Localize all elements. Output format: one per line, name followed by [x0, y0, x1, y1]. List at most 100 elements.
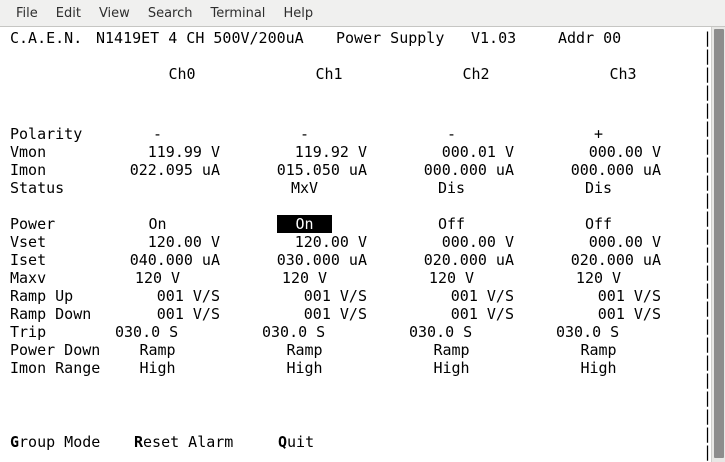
param-value[interactable]: - [446, 125, 457, 143]
menu-item-file[interactable]: File [16, 5, 38, 21]
param-label-imon: Imon [10, 161, 47, 179]
param-value[interactable]: 030.0 S [262, 323, 326, 341]
param-value[interactable]: Ramp [139, 341, 176, 359]
border-glyph: | [703, 353, 711, 371]
command-reset-alarm[interactable]: Reset Alarm [134, 433, 233, 451]
param-value[interactable]: 001 V/S [450, 287, 514, 305]
param-value[interactable]: 120 V [428, 269, 475, 287]
channel-header-ch1: Ch1 [315, 65, 343, 83]
param-value[interactable]: 020.000 uA [423, 251, 514, 269]
command-reset-alarm-label: eset Alarm [143, 433, 234, 451]
param-value[interactable]: 030.0 S [556, 323, 620, 341]
param-row: Trip 030.0 S 030.0 S 030.0 S 030.0 S [0, 323, 711, 341]
channel-header-ch2: Ch2 [462, 65, 490, 83]
param-value[interactable]: 120.00 V [294, 233, 367, 251]
param-value[interactable]: On [242, 215, 367, 233]
param-row: Vset 120.00 V 120.00 V 000.00 V 000.00 V [0, 233, 711, 251]
param-value[interactable]: 000.000 uA [570, 161, 661, 179]
device-header-row: C.A.E.N. N1419ET 4 CH 500V/200uA Power S… [0, 29, 711, 47]
param-value[interactable]: High [286, 359, 323, 377]
param-value[interactable]: Ramp [433, 341, 470, 359]
param-label-status: Status [10, 179, 65, 197]
param-value[interactable]: 120 V [575, 269, 622, 287]
param-value[interactable]: 120 V [281, 269, 328, 287]
border-glyph: | [703, 299, 711, 317]
border-glyph: | [703, 155, 711, 173]
border-glyph: | [703, 83, 711, 101]
command-quit-label: uit [287, 433, 315, 451]
menu-item-search[interactable]: Search [147, 5, 193, 21]
menu-item-edit[interactable]: Edit [55, 5, 81, 21]
param-value[interactable]: 001 V/S [597, 305, 661, 323]
param-value[interactable]: 040.000 uA [129, 251, 220, 269]
param-value[interactable]: On [148, 215, 167, 233]
param-value[interactable]: 030.000 uA [276, 251, 367, 269]
scrollbar-thumb[interactable] [714, 29, 724, 458]
param-value[interactable]: 015.050 uA [276, 161, 367, 179]
param-value[interactable]: 120 V [134, 269, 181, 287]
param-value[interactable]: Dis [437, 179, 466, 197]
border-glyph: | [703, 263, 711, 281]
param-label-power: Power [10, 215, 56, 233]
param-value[interactable]: 020.000 uA [570, 251, 661, 269]
param-value[interactable]: 001 V/S [450, 305, 514, 323]
param-value[interactable]: 000.00 V [588, 233, 661, 251]
param-label-vset: Vset [10, 233, 47, 251]
param-value[interactable]: 000.01 V [441, 143, 514, 161]
param-label-polarity: Polarity [10, 125, 83, 143]
param-value[interactable]: - [152, 125, 163, 143]
command-reset-alarm-hotkey: R [134, 433, 144, 451]
terminal-scrollbar[interactable] [711, 27, 725, 462]
border-glyph: | [703, 137, 711, 155]
header-device: Power Supply [336, 29, 445, 47]
param-label-ramp-down: Ramp Down [10, 305, 92, 323]
terminal-screen[interactable]: C.A.E.N. N1419ET 4 CH 500V/200uA Power S… [0, 27, 711, 462]
param-value[interactable]: Ramp [580, 341, 617, 359]
param-value[interactable] [95, 179, 220, 197]
command-group-mode[interactable]: Group Mode [10, 433, 100, 451]
param-value[interactable]: 001 V/S [156, 287, 220, 305]
param-value[interactable]: - [299, 125, 310, 143]
command-quit[interactable]: Quit [278, 433, 314, 451]
channel-header-ch3: Ch3 [609, 65, 637, 83]
param-value[interactable]: Off [584, 215, 613, 233]
selected-cell-highlight[interactable]: On [277, 215, 332, 233]
param-value[interactable]: High [433, 359, 470, 377]
menu-item-view[interactable]: View [98, 5, 130, 21]
border-glyph: | [703, 119, 711, 137]
param-value[interactable]: 119.99 V [147, 143, 220, 161]
menu-item-help[interactable]: Help [283, 5, 314, 21]
border-glyph: | [703, 335, 711, 353]
param-value[interactable]: 000.000 uA [423, 161, 514, 179]
border-glyph: | [703, 101, 711, 119]
param-value[interactable]: High [580, 359, 617, 377]
param-value[interactable]: Dis [584, 179, 613, 197]
menu-bar: File Edit View Search Terminal Help [0, 0, 725, 27]
param-value[interactable]: 119.92 V [294, 143, 367, 161]
param-value[interactable]: MxV [290, 179, 319, 197]
param-value[interactable]: 000.00 V [588, 143, 661, 161]
param-value[interactable]: 000.00 V [441, 233, 514, 251]
menu-item-terminal[interactable]: Terminal [210, 5, 266, 21]
border-glyph: | [703, 425, 711, 443]
param-value[interactable]: High [139, 359, 176, 377]
param-value[interactable]: 030.0 S [115, 323, 179, 341]
param-value[interactable]: 022.095 uA [129, 161, 220, 179]
param-value[interactable]: 001 V/S [303, 305, 367, 323]
param-value[interactable]: Off [437, 215, 466, 233]
param-label-trip: Trip [10, 323, 47, 341]
border-glyph: | [703, 317, 711, 335]
param-value[interactable]: 120.00 V [147, 233, 220, 251]
param-value[interactable]: 030.0 S [409, 323, 473, 341]
param-value[interactable]: + [593, 125, 604, 143]
border-glyph: | [703, 389, 711, 407]
param-value[interactable]: 001 V/S [597, 287, 661, 305]
param-value[interactable]: 001 V/S [156, 305, 220, 323]
param-row: Polarity - - - + [0, 125, 711, 143]
param-value[interactable]: Ramp [286, 341, 323, 359]
border-glyph: | [703, 281, 711, 299]
terminal-window[interactable]: C.A.E.N. N1419ET 4 CH 500V/200uA Power S… [0, 27, 725, 462]
param-value[interactable]: 001 V/S [303, 287, 367, 305]
